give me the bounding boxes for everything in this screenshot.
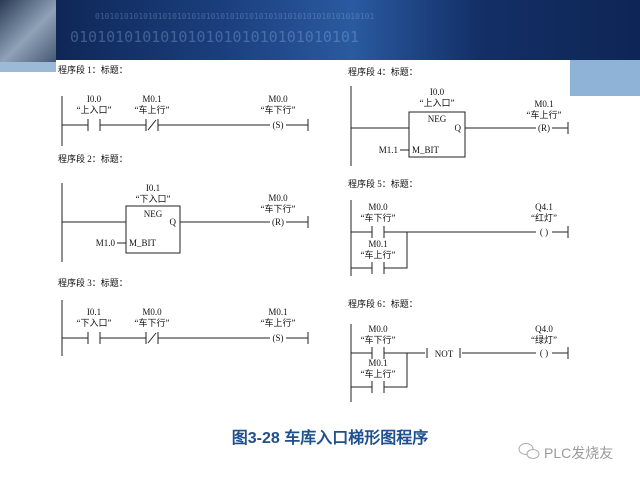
wechat-icon [518,443,540,459]
ladder-label: “车下行” [361,334,396,345]
ladder-label: M0.1 [368,358,387,368]
ladder-label: Q [170,217,177,227]
ladder-label: Q4.1 [535,202,553,212]
neg-box[interactable] [125,205,181,254]
contact-no-m0-1[interactable] [371,262,385,274]
ladder-label: M_BIT [412,145,440,155]
coil-set-m0-1[interactable]: (S) [272,333,283,343]
coil-set-m0-0[interactable]: (S) [272,120,283,130]
ladder-label: 程序段 2：标题： [58,153,128,164]
binary-pattern: 0101010101010101010101010101010101010101… [95,12,375,21]
contact-nc-m0-1[interactable] [145,119,159,131]
decorative-band [570,60,640,96]
ladder-label: “车上行” [361,368,396,379]
network-5: 程序段 5：标题： M0.0 “车下行” M0.1 “车上行” Q4.1 “红灯… [348,178,569,276]
contact-no-i0-1[interactable] [87,332,101,344]
ladder-label: “上入口” [77,105,112,115]
ladder-label: M0.0 [368,324,388,334]
ladder-label: “下入口” [77,318,112,328]
ladder-label: “绿灯” [531,334,557,345]
ladder-label: I0.0 [430,87,445,97]
plc-hardware-image [0,0,56,72]
coil-reset-m0-0[interactable]: (R) [272,217,284,227]
ladder-label: “车上行” [261,317,296,328]
ladder-label: “红灯” [531,212,557,223]
ladder-label: R [275,217,281,227]
rung [62,119,309,131]
ladder-label: 程序段 5：标题： [348,178,418,189]
ladder-label: “车上行” [361,249,396,260]
ladder-label: I0.0 [87,94,102,104]
coil-reset-m0-1[interactable]: (R) [538,123,550,133]
network-2: 程序段 2：标题： NEG Q M_BIT M1.0 I0.1 “下入口” M0… [58,153,309,262]
contact-no-m0-1[interactable] [371,381,385,393]
ladder-label: 程序段 3：标题： [58,277,128,288]
ladder-label: Q4.0 [535,324,553,334]
ladder-label: S [275,333,280,343]
contact-no-m0-0[interactable] [371,226,385,238]
ladder-label: “车下行” [261,203,296,214]
ladder-label: M0.1 [534,99,553,109]
ladder-label: I0.1 [146,183,160,193]
ladder-line [351,122,569,151]
watermark: PLC发烧友 [544,445,613,461]
ladder-label: “车上行” [135,104,170,115]
header-banner: 0101010101010101010101010101010101010101… [0,0,640,62]
ladder-label: 程序段 4：标题： [348,66,418,77]
coil-q4-1[interactable]: ( ) [540,227,548,237]
network-6: 程序段 6：标题： NOT M0.0 “车下行” M0.1 “车上行” Q4.0… [348,298,569,402]
ladder-label: M1.1 [379,145,398,155]
not-element[interactable]: NOT [435,349,454,359]
ladder-label: M0.0 [268,193,288,203]
ladder-label: “车下行” [135,317,170,328]
ladder-label: “上入口” [420,98,455,108]
ladder-label: M0.1 [142,94,161,104]
network-title: 程序段 1：标题： [58,64,128,75]
ladder-label: M0.1 [368,239,387,249]
neg-box[interactable] [408,111,466,158]
ladder-line [56,60,570,96]
ladder-label: NEG [428,114,447,124]
contact-nc-m0-0[interactable] [145,332,159,344]
ladder-label: M_BIT [129,238,157,248]
network-4: 程序段 4：标题： NEG Q M_BIT M1.1 I0.0 “上入口” M0… [348,66,569,166]
ladder-label: M0.0 [142,307,162,317]
ladder-label: “下入口” [136,194,171,204]
ladder-label: R [541,123,547,133]
ladder-label: 程序段 6：标题： [348,298,418,309]
ladder-line [351,347,569,388]
ladder-line [62,332,309,344]
ladder-line [351,226,569,269]
contact-no-m0-0[interactable] [371,347,385,359]
binary-pattern-large: 01010101010101010101010101010101 [70,28,359,46]
ladder-line [526,449,540,459]
decorative-band-left [0,62,56,72]
ladder-label: M1.0 [96,238,116,248]
ladder-label: “车下行” [261,104,296,115]
ladder-label: “车上行” [527,109,562,120]
ladder-label: Q [455,123,462,133]
ladder-label: M0.0 [268,94,288,104]
network-1: 程序段 1：标题： I0.0 “上入口” M0.1 “车上行” M0.0 “车下… [58,64,309,146]
ladder-label: M0.0 [368,202,388,212]
ladder-line [62,216,309,244]
ladder-label: NEG [144,209,163,219]
coil-q4-0[interactable]: ( ) [540,348,548,358]
network-3: 程序段 3：标题： I0.1 “下入口” M0.0 “车下行” M0.1 “车上… [58,277,309,356]
ladder-label: “车下行” [361,212,396,223]
ladder-label: S [275,120,280,130]
figure-caption: 图3-28 车库入口梯形图程序 [232,428,428,447]
ladder-label: I0.1 [87,307,101,317]
contact-no-i0-0[interactable] [87,119,101,131]
ladder-label: M0.1 [268,307,287,317]
